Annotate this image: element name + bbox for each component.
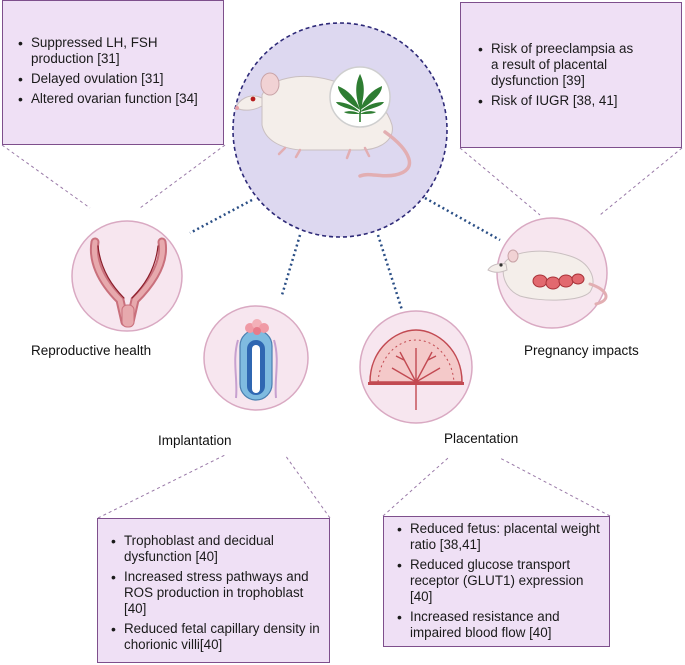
list-item: Increased stress pathways and ROS produc…	[108, 569, 321, 617]
list-item: Altered ovarian function [34]	[15, 91, 213, 107]
pregnancy-effects-box: Risk of preeclampsia as a result of plac…	[460, 2, 682, 148]
label-placentation: Placentation	[444, 431, 519, 446]
placentation-effects-list: Reduced fetus: placental weight ratio [3…	[394, 521, 601, 641]
list-item: Risk of preeclampsia as a result of plac…	[475, 41, 641, 89]
list-item: Increased resistance and impaired blood …	[394, 609, 601, 641]
list-item: Reduced glucose transport receptor (GLUT…	[394, 557, 601, 605]
placenta-icon	[368, 329, 464, 410]
list-item: Risk of IUGR [38, 41]	[475, 93, 671, 109]
connector-lines	[189, 196, 501, 311]
callout-lines	[1, 144, 683, 519]
placentation-effects-box: Reduced fetus: placental weight ratio [3…	[383, 516, 610, 647]
list-item: Reduced fetus: placental weight ratio [3…	[394, 521, 601, 553]
list-item: Trophoblast and decidual dysfunction [40…	[108, 533, 321, 565]
label-implantation: Implantation	[158, 433, 232, 448]
cannabis-leaf-icon	[329, 66, 391, 128]
list-item: Delayed ovulation [31]	[15, 71, 213, 87]
label-reproductive-health: Reproductive health	[31, 343, 152, 358]
uterus-icon	[89, 237, 168, 328]
pregnancy-effects-list: Risk of preeclampsia as a result of plac…	[475, 41, 671, 109]
reproductive-circle	[71, 220, 183, 332]
reproductive-effects-box: Suppressed LH, FSH production [31] Delay…	[2, 0, 224, 145]
embryo-implantation-icon	[234, 319, 278, 401]
implantation-effects-box: Trophoblast and decidual dysfunction [40…	[97, 518, 330, 663]
pregnant-rat-icon	[487, 249, 608, 306]
implantation-effects-list: Trophoblast and decidual dysfunction [40…	[108, 533, 321, 653]
label-pregnancy-impacts: Pregnancy impacts	[524, 343, 639, 358]
list-item: Suppressed LH, FSH production [31]	[15, 35, 213, 67]
reproductive-effects-list: Suppressed LH, FSH production [31] Delay…	[15, 35, 213, 107]
list-item: Reduced fetal capillary density in chori…	[108, 621, 321, 653]
